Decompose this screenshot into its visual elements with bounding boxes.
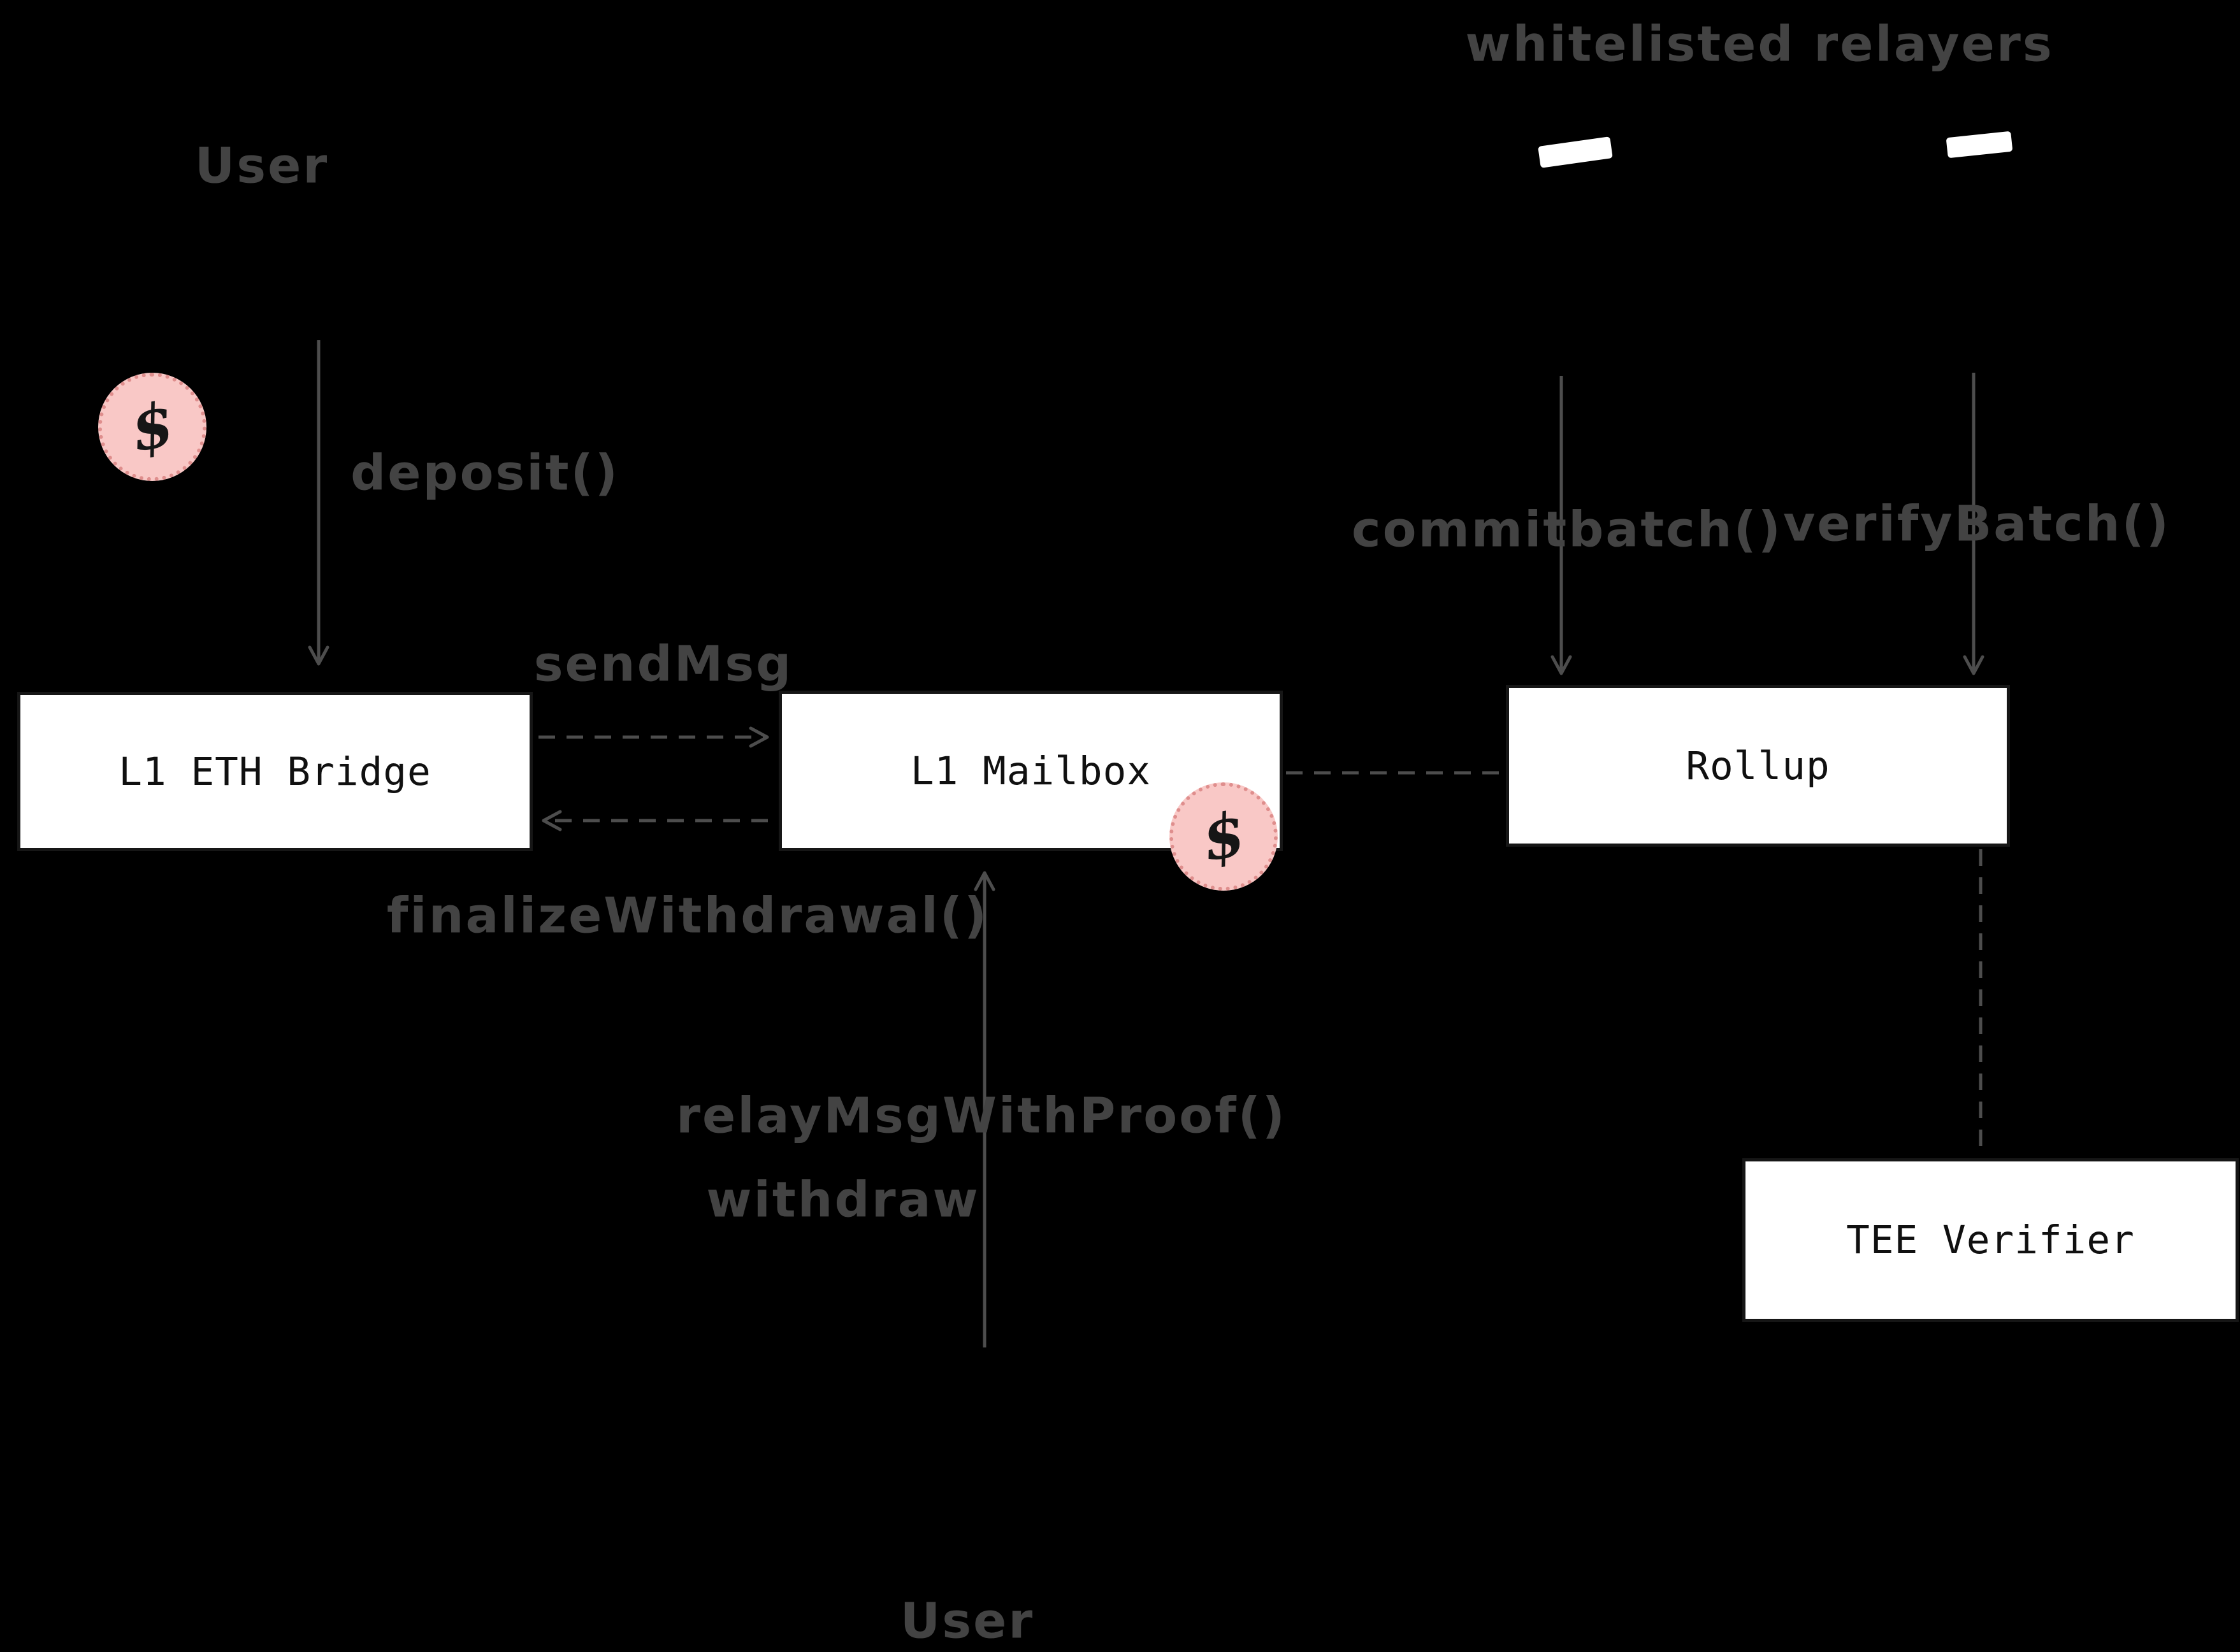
dollar-coin-mailbox: $: [1169, 782, 1278, 891]
label-user-top: User: [194, 138, 329, 195]
node-tee-verifier: TEE Verifier: [1742, 1158, 2239, 1322]
label-whitelisted-relayers: whitelisted relayers: [1465, 16, 2054, 73]
node-l1-mailbox-label: L1 Mailbox: [910, 748, 1152, 794]
node-tee-verifier-label: TEE Verifier: [1846, 1217, 2135, 1263]
label-verifybatch: verifyBatch(): [1783, 496, 2171, 553]
dollar-coin-left: $: [98, 373, 206, 481]
relayer-figure-right-icon: [1946, 131, 2013, 159]
node-l1-eth-bridge: L1 ETH Bridge: [17, 692, 533, 851]
label-deposit: deposit(): [350, 445, 619, 502]
label-relay-msg-with-proof: relayMsgWithProof(): [676, 1088, 1287, 1145]
label-finalize-withdrawal: finalizeWithdrawal(): [386, 887, 989, 945]
label-sendmsg: sendMsg: [533, 636, 793, 693]
label-commitbatch: commitbatch(): [1352, 501, 1782, 559]
dollar-icon: $: [125, 388, 180, 466]
label-withdraw: withdraw: [706, 1172, 980, 1229]
relayer-figure-left-icon: [1538, 136, 1613, 168]
node-l1-eth-bridge-label: L1 ETH Bridge: [119, 749, 431, 794]
label-user-bottom: User: [900, 1593, 1035, 1650]
node-rollup-label: Rollup: [1686, 743, 1830, 789]
dollar-icon: $: [1196, 798, 1251, 875]
node-rollup: Rollup: [1506, 685, 2010, 847]
